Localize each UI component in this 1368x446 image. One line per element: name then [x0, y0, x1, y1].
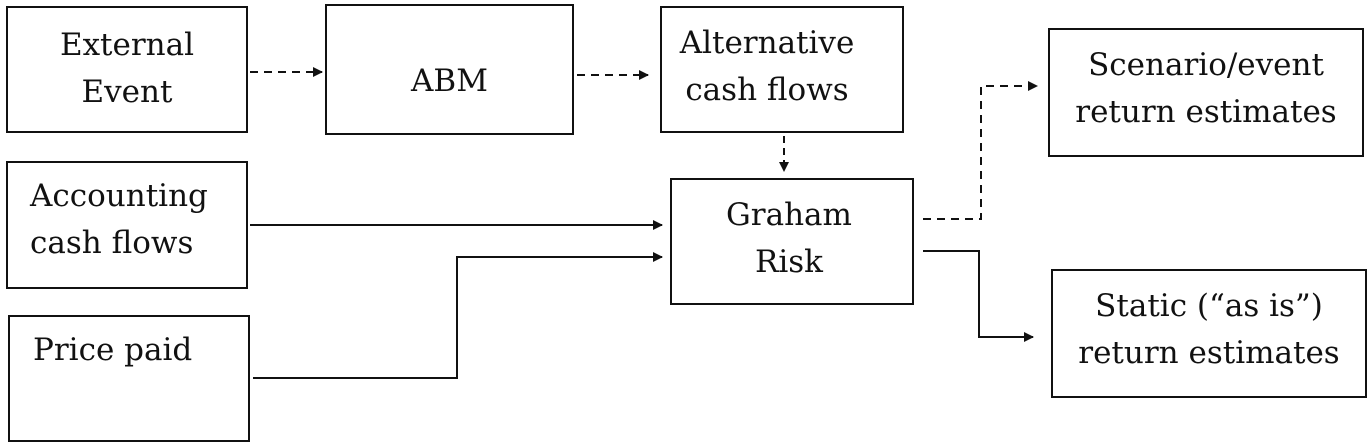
scenario-returns-label: Scenario/event return estimates [1075, 47, 1337, 130]
external-event-label: External Event [59, 27, 195, 110]
alternative-cash-flows-box: Alternative cash flows [660, 6, 904, 133]
abm-box: ABM [325, 4, 574, 135]
scenario-returns-box: Scenario/event return estimates [1048, 28, 1364, 157]
graham-risk-box: Graham Risk [670, 178, 914, 305]
alternative-cash-flows-label: Alternative cash flows [679, 25, 855, 108]
abm-label: ABM [411, 63, 488, 99]
edge-graham-risk-to-scenario-returns [923, 81, 1038, 220]
edge-price-paid-to-graham-risk [253, 252, 663, 379]
price-paid-label: Price paid [33, 332, 193, 368]
price-paid-box: Price paid [8, 315, 250, 442]
static-returns-label: Static (“as is”) return estimates [1078, 288, 1340, 371]
static-returns-box: Static (“as is”) return estimates [1051, 269, 1367, 398]
accounting-cash-flows-box: Accounting cash flows [6, 161, 248, 289]
edge-graham-risk-to-static-returns [923, 250, 1034, 342]
graham-risk-label: Graham Risk [726, 197, 852, 280]
external-event-box: External Event [6, 6, 248, 133]
accounting-cash-flows-label: Accounting cash flows [30, 178, 208, 261]
